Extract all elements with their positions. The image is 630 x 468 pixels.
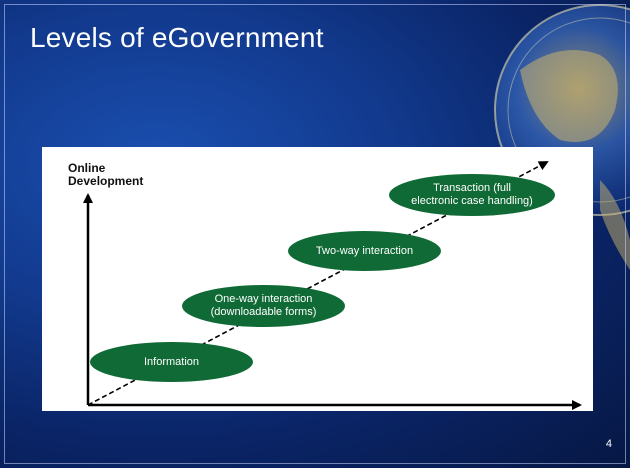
- stage-transaction: Transaction (full electronic case handli…: [389, 174, 555, 216]
- y-axis-label: Online Development: [68, 161, 144, 188]
- page-number: 4: [605, 438, 612, 450]
- stage-information: Information: [90, 342, 253, 382]
- slide-title: Levels of eGovernment: [30, 22, 324, 53]
- stage-two-way-interaction: Two-way interaction: [288, 231, 441, 271]
- stage-one-way-interaction: One-way interaction (downloadable forms): [182, 285, 345, 327]
- diagram-panel: Online Development Information One-way i…: [42, 147, 593, 411]
